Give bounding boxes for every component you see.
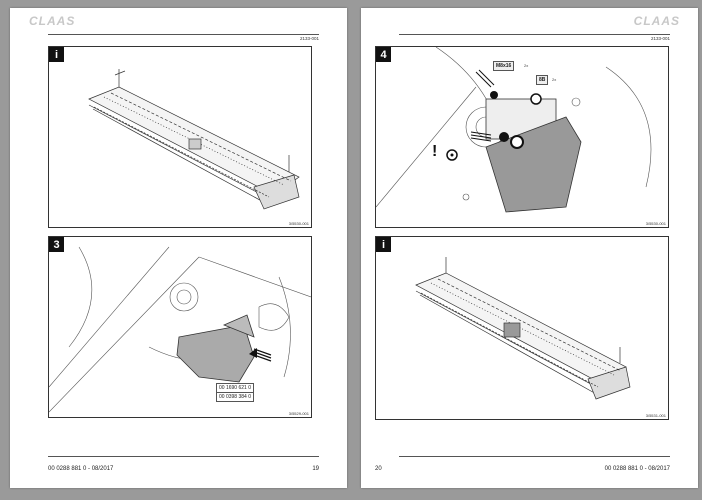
part-number-2: 00 0398 384 0 xyxy=(216,392,254,402)
figure-badge: i xyxy=(376,237,391,252)
bracket-illustration xyxy=(49,246,311,413)
claas-logo: CLAAS xyxy=(633,14,680,28)
figure-info-header-overview: i 3/5530-001 xyxy=(48,46,312,228)
footer-document-number: 00 0288 881 0 - 08/2017 xyxy=(604,466,670,472)
figure-step-4: 4 M8x16 2x 8B 2x ! 3/5530-001 xyxy=(375,46,669,228)
header-rule xyxy=(399,34,670,35)
mounting-illustration xyxy=(376,47,652,213)
left-page: CLAAS 2133-001 i 3/5530-001 xyxy=(10,8,347,488)
figure-info-header-mounted: i 3/5531-001 xyxy=(375,236,669,420)
header-code: 2133-001 xyxy=(650,36,670,41)
footer-rule xyxy=(48,456,319,457)
footer-page-number: 20 xyxy=(375,466,382,472)
header-rule xyxy=(48,34,319,35)
figure-code: 3/5531-001 xyxy=(645,413,666,418)
figure-step-3: 3 00 1690 621 0 00 0398 384 0 3/5529-001 xyxy=(48,236,312,418)
right-page: CLAAS 2133-001 xyxy=(361,8,698,488)
figure-badge: i xyxy=(49,47,64,62)
washer-label: 8B xyxy=(536,75,549,85)
washer-quantity: 2x xyxy=(552,77,557,82)
footer-page-number: 19 xyxy=(312,466,319,472)
header-machine-illustration xyxy=(415,257,631,400)
warning-icon: ! xyxy=(432,143,438,160)
figure-code: 3/5530-001 xyxy=(645,221,666,226)
figure-code: 3/5530-001 xyxy=(288,221,309,226)
header-code: 2133-001 xyxy=(299,36,319,41)
footer-rule xyxy=(399,456,670,457)
footer-document-number: 00 0288 881 0 - 08/2017 xyxy=(48,466,114,472)
bolt-label: M8x16 xyxy=(493,61,515,71)
figure-code: 3/5529-001 xyxy=(288,411,309,416)
claas-logo: CLAAS xyxy=(29,14,76,28)
header-machine-illustration xyxy=(88,69,300,210)
figure-badge: 3 xyxy=(49,237,64,252)
bolt-quantity: 2x xyxy=(524,63,529,68)
figure-badge: 4 xyxy=(376,47,391,62)
